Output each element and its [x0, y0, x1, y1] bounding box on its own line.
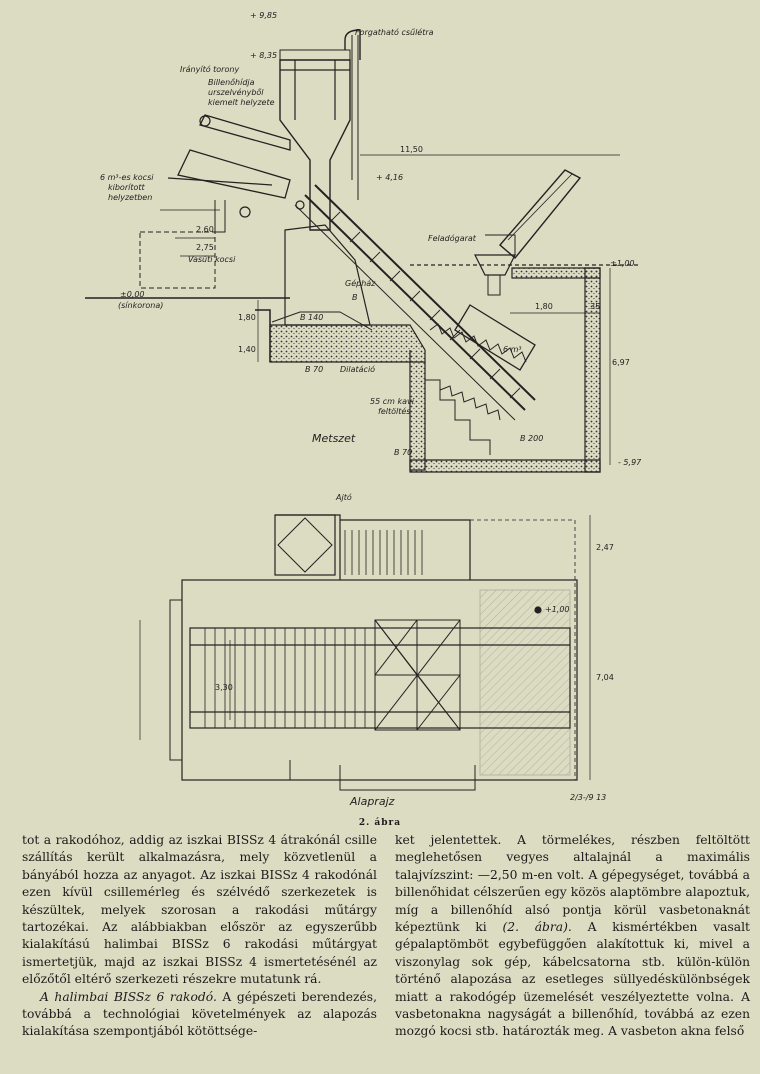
label-b140: B 140	[300, 313, 323, 322]
label-billenohid-3: kiemelt helyzete	[208, 98, 275, 107]
label-sinkorona: (sínkorona)	[118, 301, 163, 310]
text-column-left: tot a rakodóhoz, addig az iszkai BISSz 4…	[22, 832, 377, 1041]
tipping-arm	[199, 114, 291, 151]
label-dim-330: 3,30	[215, 683, 233, 692]
label-dim-1150: 11,50	[400, 145, 423, 154]
plan-truss	[374, 619, 461, 731]
label-iranyito: Irányító torony	[180, 64, 239, 74]
figure-reference: (2. ábra).	[502, 920, 572, 935]
label-6m3: 6 m³	[503, 345, 522, 354]
label-billenohid-1: Billenőhídja	[208, 78, 255, 87]
label-level-100: ±1,00	[610, 259, 635, 268]
gear-house	[284, 224, 371, 326]
rotating-ladder	[344, 29, 361, 60]
pit-floor	[409, 459, 601, 473]
section-heading: A halimbai BISSz 6 rakodó.	[40, 989, 217, 1004]
label-alaprajz: Alaprajz	[349, 795, 395, 808]
label-level-tower: + 8,35	[250, 51, 277, 60]
label-forgathato: Forgatható csűlétra	[355, 27, 434, 37]
car-on-bridge	[454, 304, 536, 371]
feed-hopper	[474, 254, 516, 276]
pit-left-wall	[409, 350, 426, 471]
label-dim-35: 35	[590, 302, 600, 311]
label-level-top: + 9,85	[250, 11, 277, 20]
text-column-right: ket jelentettek. A törmelékes, részben f…	[395, 832, 750, 1041]
label-dilatacio: Dilatáció	[340, 364, 375, 374]
label-ajto: Ajtó	[335, 492, 352, 502]
label-dim-180v: 1,80	[238, 313, 256, 322]
plan-conveyor	[189, 627, 571, 729]
figure-2: + 9,85 Forgatható csűlétra + 8,35 Irányí…	[85, 11, 642, 808]
rail-wagon	[139, 231, 216, 289]
machine-foundation	[269, 324, 426, 363]
pit-right-wall	[584, 267, 601, 473]
car-tipped	[177, 149, 291, 199]
label-kocsi-1: 6 m³-es kocsi	[100, 173, 154, 182]
plan-outline	[181, 579, 578, 781]
label-plus100: +1,00	[545, 605, 570, 614]
label-metszet: Metszet	[312, 432, 356, 445]
label-talaj-2: feltöltés	[378, 406, 410, 416]
paragraph: tot a rakodóhoz, addig az iszkai BISSz 4…	[22, 833, 377, 987]
figure-caption: 2. ábra	[358, 818, 402, 828]
label-feladogarat: Feladógarat	[428, 233, 477, 243]
label-vasuti-kocsi: Vasúti kocsi	[188, 255, 236, 264]
plan-drawing	[139, 514, 591, 791]
label-level-597: - 5,97	[618, 458, 642, 467]
label-level-000: ±0,00	[120, 290, 145, 299]
label-level-416: + 4,16	[376, 173, 403, 182]
label-stamp: 2/3-/9 13	[570, 793, 606, 802]
control-tower	[279, 59, 351, 231]
label-b200: B 200	[520, 434, 543, 443]
label-talaj-1: 55 cm kavi	[370, 397, 415, 406]
label-dim-697: 6,97	[612, 358, 630, 367]
section-drawing	[85, 29, 640, 473]
label-dim-704: 7,04	[596, 673, 614, 682]
label-dim-247: 2,47	[596, 543, 614, 552]
label-dim-180: 1,80	[535, 302, 553, 311]
label-b70b: B 70	[394, 448, 412, 457]
door-box	[274, 514, 336, 576]
label-b: B	[352, 293, 358, 302]
label-dim-140v: 1,40	[238, 345, 256, 354]
tipping-bridge	[314, 184, 536, 401]
label-b70: B 70	[305, 365, 323, 374]
paragraph: A halimbai BISSz 6 rakodó. A gépészeti b…	[22, 989, 377, 1039]
label-kocsi-2: kiborított	[108, 183, 146, 192]
label-gephaz: Gépház	[345, 278, 376, 288]
upper-chute	[499, 169, 582, 260]
label-kocsi-3: helyzetben	[108, 193, 152, 202]
label-billenohid-2: urszelvényből	[208, 87, 264, 97]
label-dim-275: 2,75	[196, 243, 214, 252]
label-dim-260: 2,60	[196, 225, 214, 234]
paragraph: ket jelentettek. A törmelékes, részben f…	[395, 833, 750, 1039]
